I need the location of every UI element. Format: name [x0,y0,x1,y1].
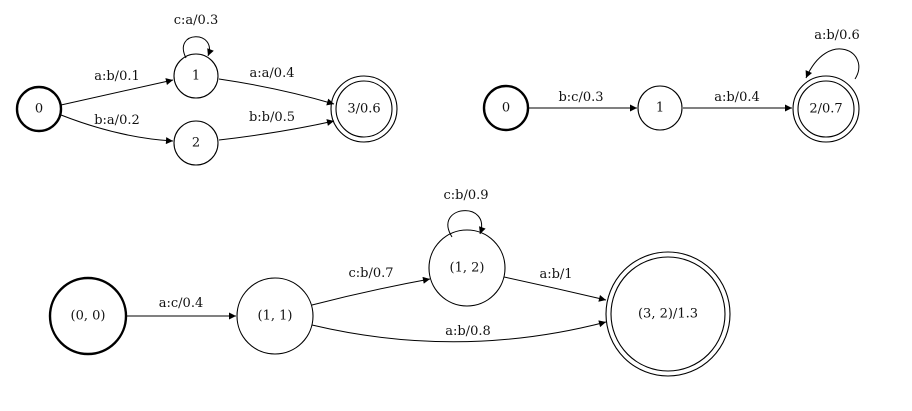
state-node: (1, 1) [236,277,314,355]
diagram-1: a:b/0.1 b:a/0.2 c:a/0.3 a:a/0.4 b:b/0.5 … [15,13,398,166]
state-node-final: 3/0.6 [330,75,398,143]
svg-text:(0, 0): (0, 0) [71,309,106,324]
svg-text:1: 1 [192,69,200,84]
edge-label: b:b/0.5 [249,110,295,125]
state-node: 2 [173,120,219,166]
edge-label: a:b/1 [539,267,572,282]
diagram-3: a:c/0.4 c:b/0.7 c:b/0.9 a:b/1 a:b/0.8 (0… [48,188,731,377]
edge-2-3 [218,119,335,141]
edge-label: b:c/0.3 [558,90,603,105]
svg-text:0: 0 [35,102,43,117]
edge-label: a:b/0.8 [445,324,491,339]
edge-label: c:b/0.7 [348,266,393,281]
edge-12-32 [503,276,607,302]
edge-label: a:b/0.1 [94,69,140,84]
edge-label: c:b/0.9 [443,188,488,203]
edge-11-32 [311,320,607,343]
svg-text:(3, 2)/1.3: (3, 2)/1.3 [638,307,698,322]
edge-label: b:a/0.2 [94,113,140,128]
svg-text:3/0.6: 3/0.6 [347,102,380,117]
edge-label: a:b/0.4 [714,90,760,105]
state-node-final: (3, 2)/1.3 [605,251,731,377]
edge-label: c:a/0.3 [174,13,218,28]
state-node-start: (0, 0) [48,276,128,356]
edge-12-12-loop [447,210,486,238]
state-node-start: 0 [482,84,530,132]
edge-11-12 [311,276,431,306]
edge-1-3 [218,78,335,106]
edge-label: a:a/0.4 [250,66,295,81]
state-node: 1 [637,85,683,131]
edge-label: a:c/0.4 [159,296,203,311]
state-node: 1 [173,53,219,99]
edge-0-2 [60,114,174,145]
edge-0-1 [60,78,174,106]
edge-label: a:b/0.6 [814,28,860,43]
svg-text:(1, 2): (1, 2) [450,261,485,276]
state-node-final: 2/0.7 [792,75,860,143]
edge-2-2-loop [805,48,860,80]
svg-text:0: 0 [502,101,510,116]
svg-text:(1, 1): (1, 1) [258,309,293,324]
diagram-2: b:c/0.3 a:b/0.4 a:b/0.6 0 1 2/0.7 [482,28,860,143]
svg-text:2: 2 [192,136,200,151]
svg-text:2/0.7: 2/0.7 [809,102,842,117]
svg-text:1: 1 [656,101,664,116]
state-node: (1, 2) [428,229,506,307]
edge-1-1-loop [183,36,214,59]
state-node-start: 0 [15,85,63,133]
